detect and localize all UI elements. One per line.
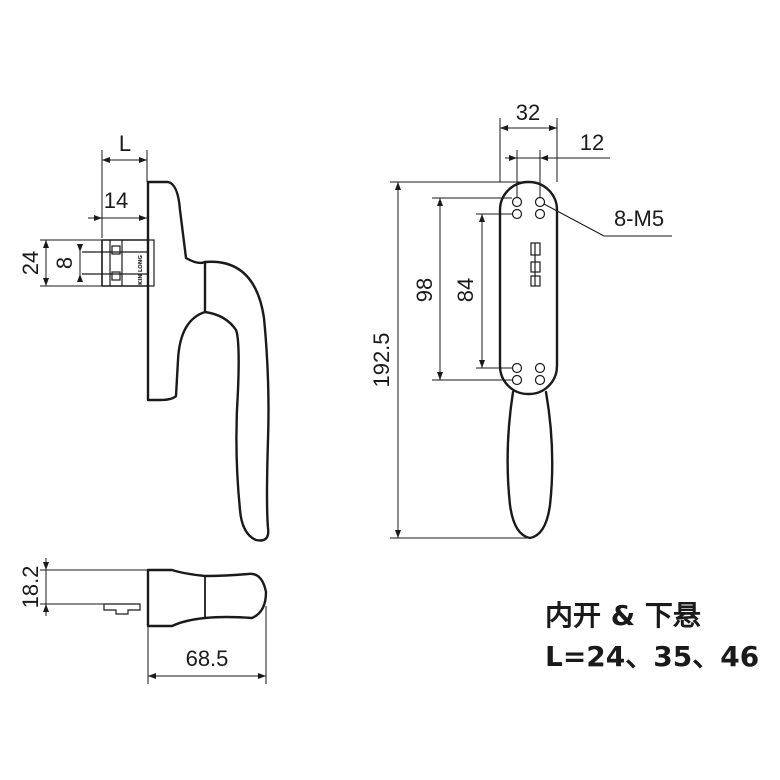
- dim-18-2: 18.2: [18, 558, 148, 616]
- brand-mark: KIN LONG: [138, 255, 144, 285]
- caption-lengths: L=24、35、46: [545, 640, 759, 673]
- dim-84-label: 84: [453, 278, 478, 302]
- dim-84: 84: [453, 213, 512, 369]
- dim-68-5-label: 68.5: [186, 646, 229, 671]
- dim-8-label: 8: [52, 257, 77, 269]
- dim-L: L: [101, 131, 148, 238]
- bottom-body: [146, 568, 268, 628]
- dim-98: 98: [412, 197, 512, 381]
- dim-8: 8: [52, 244, 83, 282]
- center-slot: [530, 242, 541, 287]
- dim-18-2-label: 18.2: [18, 566, 43, 609]
- dim-14: 14: [88, 188, 147, 221]
- side-handle-lever: [203, 260, 270, 542]
- dim-32: 32: [499, 100, 558, 182]
- dim-12: 12: [505, 130, 610, 198]
- dim-L-label: L: [119, 131, 131, 156]
- callout-8-M5-label: 8-M5: [614, 206, 664, 231]
- dim-14-label: 14: [104, 188, 128, 213]
- caption: 内开 & 下悬 L=24、35、46: [545, 599, 759, 673]
- dim-24-label: 24: [18, 251, 43, 275]
- dim-32-label: 32: [516, 100, 540, 125]
- callout-8-M5: 8-M5: [543, 203, 672, 237]
- bottom-view: 18.2 68.5: [18, 558, 268, 684]
- front-base-plate: [498, 180, 559, 396]
- dim-98-label: 98: [412, 278, 437, 302]
- front-handle-lever: [506, 390, 554, 540]
- side-view: KIN LONG L 14 24: [18, 131, 270, 542]
- dim-12-label: 12: [580, 130, 604, 155]
- side-base-plate: [146, 180, 207, 402]
- front-view: 32 12 8-M5 98: [369, 100, 672, 540]
- screw-holes: [511, 196, 546, 386]
- dim-192-5-label: 192.5: [369, 332, 394, 387]
- dim-24: 24: [18, 239, 102, 287]
- dim-68-5: 68.5: [147, 606, 267, 684]
- dim-192-5: 192.5: [369, 181, 530, 539]
- caption-opening-type: 内开 & 下悬: [545, 599, 701, 632]
- bottom-spindle: [103, 603, 141, 615]
- spindle-mechanism: [82, 239, 155, 287]
